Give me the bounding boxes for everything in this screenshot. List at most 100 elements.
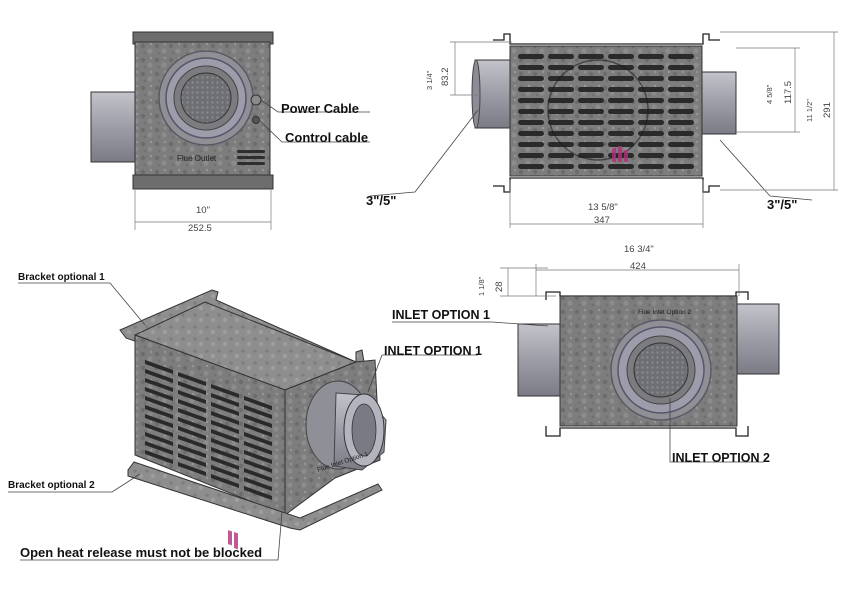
front-view: Flue Outlet Power Cable Control cable 10… <box>90 31 370 234</box>
grille-slot <box>548 98 574 103</box>
grille-slot <box>211 474 239 488</box>
iso-inlet-option-1-label: INLET OPTION 1 <box>384 344 482 358</box>
grille-slot <box>518 54 544 59</box>
flue-outlet-stamp: Flue Outlet <box>177 154 217 163</box>
grille-slot <box>244 396 272 410</box>
front-vent-slots <box>237 150 265 165</box>
grille-slot <box>668 65 694 70</box>
grille-slot <box>145 423 173 437</box>
grille-slot <box>145 396 173 410</box>
grille-slot <box>548 76 574 81</box>
front-width-mm: 252.5 <box>188 223 212 234</box>
grille-slot <box>608 76 634 81</box>
top-left-pipe <box>517 323 563 397</box>
grille-slot <box>145 441 173 455</box>
grille-slot <box>548 120 574 125</box>
grille-slot <box>638 54 664 59</box>
grille-slot <box>211 438 239 452</box>
grille-slot <box>178 462 206 476</box>
grille-slot <box>638 76 664 81</box>
top-flue-inlet-stamp: Flue Inlet Option 2 <box>638 309 691 316</box>
bracket-optional-2-label: Bracket optional 2 <box>8 480 95 491</box>
grille-slot <box>608 120 634 125</box>
grille-slot <box>211 402 239 416</box>
grille-slot <box>244 486 272 500</box>
grille-slot <box>668 153 694 158</box>
grille-slot <box>668 164 694 169</box>
right-pipe-size-label: 3"/5" <box>767 197 797 212</box>
control-cable-port <box>252 116 260 124</box>
grille-slot <box>244 441 272 455</box>
side-view: 3"/5" 3"/5" 3 1/4" 83.2 4 5/8" 117.5 11 … <box>366 31 838 228</box>
grille-slot <box>518 142 544 147</box>
grille-slot <box>211 447 239 461</box>
side-top-offset-mm: 83.2 <box>440 68 451 87</box>
top-total-width-in: 16 3/4" <box>624 244 654 255</box>
top-bracket-bottom <box>545 426 749 437</box>
grille-slot <box>578 65 604 70</box>
grille-slot <box>548 87 574 92</box>
side-pipe-height-mm: 117.5 <box>783 81 794 104</box>
iso-inlet-pipe-bore <box>351 403 377 457</box>
front-bracket-bottom <box>132 174 274 190</box>
power-cable-label: Power Cable <box>281 101 359 116</box>
fan-outline <box>547 59 649 161</box>
top-inlet-mesh <box>633 342 689 398</box>
grille-slot <box>608 142 634 147</box>
grille-slot <box>578 131 604 136</box>
grille-slot <box>145 360 173 374</box>
side-top-offset-in: 3 1/4" <box>425 70 434 90</box>
side-total-height-mm: 291 <box>822 102 833 118</box>
grille-slot <box>518 120 544 125</box>
grille-slot <box>178 399 206 413</box>
side-left-pipe-end <box>471 59 481 129</box>
front-width-in: 10" <box>196 205 210 216</box>
grille-slot <box>244 414 272 428</box>
grille-slot <box>608 87 634 92</box>
grille-slot <box>548 164 574 169</box>
grille-slot <box>668 76 694 81</box>
power-cable-port <box>250 94 262 106</box>
top-view: Flue Inlet Option 2 INLET OPTION 1 INLET… <box>392 244 780 465</box>
grille-slot <box>518 65 544 70</box>
side-pipe-height-in: 4 5/8" <box>765 84 774 104</box>
grille-slot <box>668 109 694 114</box>
grille-slot <box>578 109 604 114</box>
flue-mesh <box>180 72 232 124</box>
side-body-width-mm: 347 <box>594 215 610 226</box>
grille-slot <box>548 65 574 70</box>
top-right-pipe <box>734 303 780 375</box>
grille-slot <box>638 109 664 114</box>
top-total-width-mm: 424 <box>630 261 646 272</box>
top-bracket-mm: 28 <box>494 281 505 292</box>
heating-element <box>612 146 628 162</box>
grille-slot <box>178 453 206 467</box>
iso-heating-element <box>228 530 238 550</box>
grille-slot <box>244 468 272 482</box>
grille-slot <box>638 153 664 158</box>
grille-slot <box>608 98 634 103</box>
grille-slot <box>578 76 604 81</box>
grille-slot <box>244 477 272 491</box>
grille-slot <box>145 387 173 401</box>
grille-slot <box>638 98 664 103</box>
grille-slot <box>578 164 604 169</box>
grille-slot <box>608 109 634 114</box>
side-right-pipe <box>695 71 737 135</box>
grille-slot <box>178 426 206 440</box>
grille-slot <box>244 405 272 419</box>
grille-slot <box>211 429 239 443</box>
warning-label: Open heat release must not be blocked <box>20 545 262 560</box>
grille-slot <box>578 142 604 147</box>
grille-slot <box>518 87 544 92</box>
grille-slot <box>578 153 604 158</box>
grille-slot <box>178 444 206 458</box>
grille-slot <box>578 120 604 125</box>
grille-slot <box>518 131 544 136</box>
side-bracket-top <box>493 33 720 45</box>
grille-slot <box>518 76 544 81</box>
grille-slot <box>518 164 544 169</box>
grille-slot <box>244 450 272 464</box>
side-bracket-bottom <box>493 177 720 193</box>
